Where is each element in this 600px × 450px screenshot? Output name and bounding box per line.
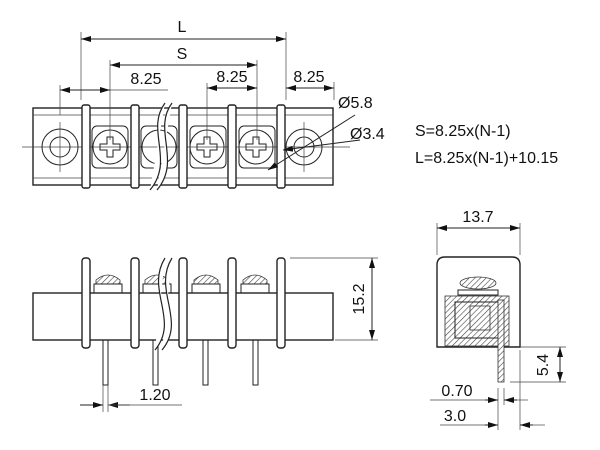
pin-length-label: 5.4	[535, 354, 552, 376]
pins	[102, 339, 259, 386]
pin-width-label: 1.20	[139, 387, 170, 404]
l-formula: L=8.25x(N-1)+10.15	[415, 150, 558, 167]
dim-S-label: S	[177, 46, 188, 63]
front-view: 15.2 1.20	[32, 257, 378, 412]
hole-outer-label: Ø5.8	[338, 95, 373, 112]
front-break-line	[154, 257, 173, 351]
dim-L-label: L	[178, 19, 187, 36]
pin-offset-label: 3.0	[444, 408, 466, 425]
top-view: L S 8.25 8.25 8.25 Ø5.8 Ø3.4	[22, 19, 385, 191]
s-formula: S=8.25x(N-1)	[415, 123, 511, 140]
pitch-left-label: 8.25	[130, 71, 161, 88]
pitch-right-label: 8.25	[293, 69, 324, 86]
pin-thickness-label: 0.70	[441, 383, 472, 400]
terminal-clips	[93, 274, 270, 294]
break-line	[149, 102, 173, 191]
depth-label: 13.7	[462, 209, 493, 226]
mount-hole-left	[41, 122, 79, 172]
front-barriers	[81, 257, 286, 349]
height-label: 15.2	[351, 283, 368, 314]
side-view: 13.7 5.4 0.70 3.0	[430, 209, 566, 430]
pitch-mid-label: 8.25	[216, 69, 247, 86]
barriers	[81, 104, 286, 189]
hole-inner-label: Ø3.4	[350, 126, 385, 143]
